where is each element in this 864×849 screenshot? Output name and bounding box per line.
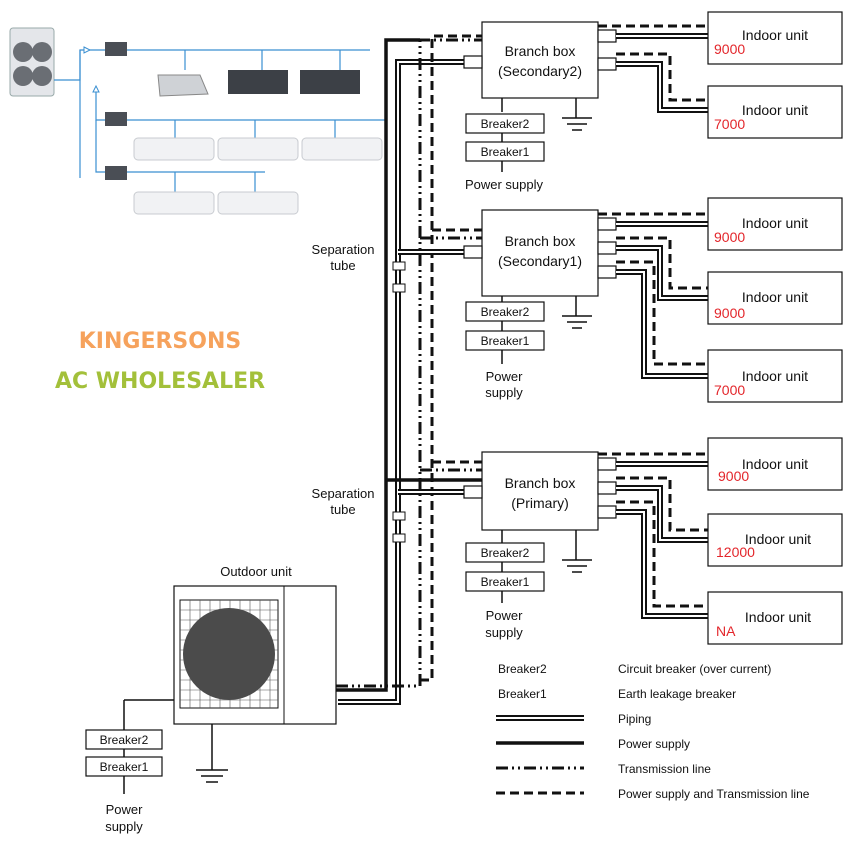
branch-box-photo (105, 42, 127, 56)
branch-box-secondary2: Branch box (Secondary2) (463, 21, 617, 131)
legend-key: Breaker1 (498, 687, 547, 701)
wall-unit-photo (133, 191, 215, 215)
indoor-unit: Indoor unit 7000 (707, 85, 843, 139)
wall-unit-photo (301, 137, 383, 161)
indoor-unit: Indoor unit 9000 (707, 271, 843, 325)
indoor-unit: Indoor unit NA (707, 591, 843, 645)
wall-unit-photo (217, 137, 299, 161)
separation-tube-label: tube (330, 502, 355, 517)
indoor-unit: Indoor unit 12000 (707, 513, 843, 567)
indoor-unit: Indoor unit 9000 (707, 197, 843, 251)
breaker2-sec1 (465, 301, 545, 322)
branch-box-photo (105, 112, 127, 126)
branch-box-title: Branch box (505, 475, 576, 491)
svg-text:Breaker1: Breaker1 (481, 145, 530, 159)
svg-text:Indoor unit: Indoor unit (745, 531, 811, 547)
power-supply-sec2: Power supply (465, 177, 544, 192)
indoor-capacity: 9000 (714, 41, 745, 57)
breaker2-primary (465, 542, 545, 563)
indoor-capacity: 7000 (714, 116, 745, 132)
indoor-unit: Indoor unit 9000 (707, 11, 843, 65)
legend-desc: Earth leakage breaker (618, 687, 736, 701)
branch-box-title: Branch box (505, 233, 576, 249)
breaker1-primary (465, 571, 545, 592)
branch-box-secondary1: Branch box (Secondary1) (463, 209, 617, 329)
duct-unit-photo (228, 70, 288, 94)
indoor-capacity: 9000 (714, 229, 745, 245)
separation-tube-label: Separation (312, 486, 375, 501)
indoor-capacity: 9000 (718, 468, 749, 484)
svg-text:supply: supply (105, 819, 143, 834)
svg-text:Breaker1: Breaker1 (100, 760, 149, 774)
legend: Breaker2 Circuit breaker (over current) … (496, 662, 810, 801)
svg-text:Breaker2: Breaker2 (100, 733, 149, 747)
outdoor-unit (123, 585, 337, 783)
svg-text:Power: Power (486, 369, 524, 384)
branch-box-title: Branch box (505, 43, 576, 59)
outdoor-unit-label: Outdoor unit (220, 564, 292, 579)
svg-text:Indoor unit: Indoor unit (742, 215, 808, 231)
svg-text:Indoor unit: Indoor unit (742, 289, 808, 305)
svg-text:Breaker2: Breaker2 (481, 117, 530, 131)
branch-box-subtitle: (Primary) (511, 495, 569, 511)
cassette-unit-photo (157, 74, 209, 97)
separation-tube-label: tube (330, 258, 355, 273)
indoor-capacity: NA (716, 623, 736, 639)
svg-text:Indoor unit: Indoor unit (745, 609, 811, 625)
svg-text:supply: supply (485, 385, 523, 400)
wall-unit-photo (217, 191, 299, 215)
indoor-capacity: 9000 (714, 305, 745, 321)
legend-desc: Power supply and Transmission line (618, 787, 810, 801)
riser-lines (336, 34, 482, 705)
indoor-capacity: 7000 (714, 382, 745, 398)
legend-desc: Circuit breaker (over current) (618, 662, 771, 676)
branch-box-subtitle: (Secondary1) (498, 253, 582, 269)
branch-box-photo (105, 166, 127, 180)
legend-key: Breaker2 (498, 662, 547, 676)
svg-text:Breaker2: Breaker2 (481, 305, 530, 319)
breaker1-sec1 (465, 330, 545, 351)
duct-unit-photo (300, 70, 360, 94)
svg-text:Breaker1: Breaker1 (481, 575, 530, 589)
svg-text:supply: supply (485, 625, 523, 640)
svg-text:Indoor unit: Indoor unit (742, 456, 808, 472)
svg-text:Indoor unit: Indoor unit (742, 368, 808, 384)
indoor-capacity: 12000 (716, 544, 755, 560)
breaker1-sec2 (465, 141, 545, 162)
primary-indoor-links (598, 452, 708, 619)
separation-tube-symbols (392, 261, 406, 543)
branch-box-subtitle: (Secondary2) (498, 63, 582, 79)
indoor-unit: Indoor unit 9000 (707, 437, 843, 491)
product-illustration (9, 27, 385, 215)
separation-tube-label: Separation (312, 242, 375, 257)
sec2-indoor-links (598, 24, 708, 113)
branch-box-primary: Branch box (Primary) (463, 451, 617, 573)
svg-text:Power: Power (106, 802, 144, 817)
legend-desc: Piping (618, 712, 651, 726)
svg-text:Indoor unit: Indoor unit (742, 27, 808, 43)
legend-desc: Power supply (618, 737, 690, 751)
indoor-unit: Indoor unit 7000 (707, 349, 843, 403)
svg-text:Breaker1: Breaker1 (481, 334, 530, 348)
brand-line2: AC WHOLESALER (55, 369, 265, 394)
breaker2-sec2 (465, 113, 545, 134)
sec1-indoor-links (598, 212, 708, 379)
outdoor-unit-photo (9, 27, 55, 97)
legend-desc: Transmission line (618, 762, 711, 776)
wall-unit-photo (133, 137, 215, 161)
svg-text:Indoor unit: Indoor unit (742, 102, 808, 118)
svg-text:Power: Power (486, 608, 524, 623)
brand-line1: KINGERSONS (79, 329, 241, 354)
svg-text:Breaker2: Breaker2 (481, 546, 530, 560)
